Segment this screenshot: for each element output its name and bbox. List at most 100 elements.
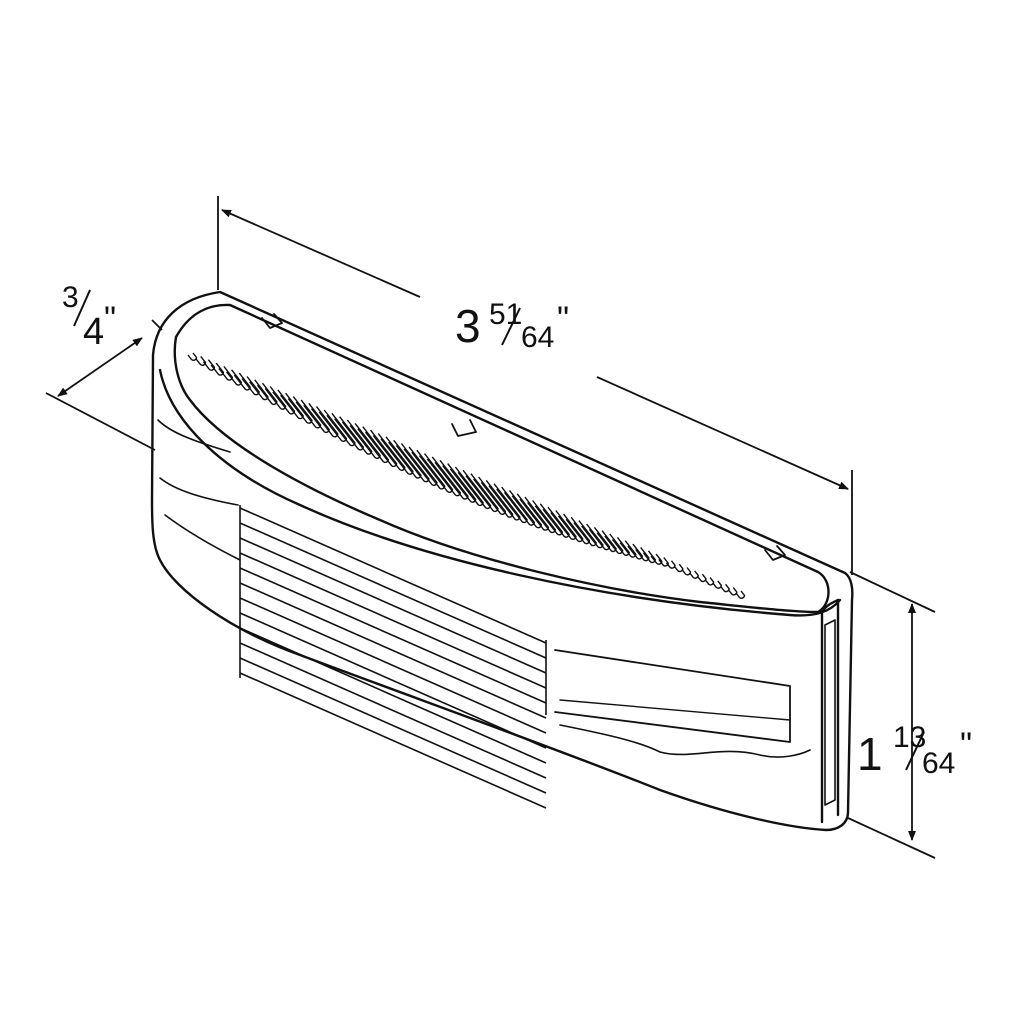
- depth-label: 3 4 ": [62, 281, 116, 353]
- length-fraction-bar: [501, 307, 521, 346]
- lens-panel-lower: [559, 699, 791, 721]
- vent-slot: [527, 500, 557, 534]
- depth-extension-lower: [45, 392, 156, 451]
- vent-slot: [202, 359, 216, 371]
- vent-slot: [596, 530, 617, 553]
- vent-slot: [727, 587, 738, 596]
- top-tab-right: [764, 545, 786, 561]
- vent-slot: [542, 506, 570, 538]
- vent-slot: [357, 426, 390, 464]
- vent-slot: [503, 489, 536, 526]
- depth-unit: ": [104, 300, 116, 338]
- length-denominator: 64: [521, 321, 554, 354]
- rib-line: [239, 597, 547, 734]
- vent-slot: [488, 483, 521, 521]
- vent-slot: [426, 456, 462, 497]
- vent-slot: [318, 409, 348, 442]
- vent-slot: [310, 406, 339, 438]
- height-extension-bottom: [847, 817, 936, 859]
- vent-slot: [434, 459, 469, 500]
- rib-line: [239, 612, 547, 749]
- lamp-body: [150, 290, 854, 832]
- vent-slot: [658, 557, 669, 567]
- vent-slot: [256, 382, 278, 406]
- vent-slot: [287, 396, 313, 424]
- vent-slot: [581, 523, 604, 549]
- depth-fraction-bar: [73, 289, 91, 327]
- vent-slot: [550, 510, 577, 540]
- vent-slot: [380, 436, 414, 475]
- vent-slot: [280, 392, 304, 420]
- top-face-edge: [173, 303, 830, 614]
- vent-slot: [588, 526, 611, 551]
- depth-extension-upper: [151, 319, 163, 331]
- vent-slot: [210, 362, 225, 376]
- rib-line: [239, 567, 547, 704]
- vent-slot: [249, 379, 269, 401]
- vent-slot: [557, 513, 584, 543]
- height-label: 1 13 64 ": [857, 721, 972, 780]
- vent-slot: [650, 553, 663, 565]
- dimension-lines: [45, 196, 936, 859]
- length-arrow-right: [596, 376, 849, 490]
- vent-slot: [611, 536, 630, 556]
- side-contour-3: [164, 514, 241, 561]
- vent-slot: [565, 516, 591, 545]
- vent-slot: [341, 419, 373, 455]
- top-tab-left: [261, 313, 283, 329]
- end-cap-window: [824, 619, 836, 806]
- vent-slot: [673, 563, 684, 573]
- length-whole: 3: [455, 300, 481, 352]
- vent-slot: [264, 386, 287, 410]
- top-tab-center: [451, 419, 477, 437]
- height-whole: 1: [857, 728, 883, 780]
- vent-slot: [665, 560, 676, 569]
- vent-slot: [473, 476, 507, 515]
- vent-slot: [395, 443, 430, 483]
- vent-slot: [573, 520, 597, 547]
- rib-line: [239, 672, 547, 809]
- height-extension-top: [849, 571, 936, 613]
- vent-slot: [480, 479, 514, 518]
- vent-slot: [187, 352, 198, 361]
- lamp-outline: [150, 290, 854, 832]
- height-unit: ": [960, 726, 972, 764]
- vent-slot: [519, 496, 550, 531]
- rib-line: [239, 642, 547, 779]
- rib-line: [239, 522, 547, 659]
- upper-vent-grille: [187, 352, 746, 599]
- rib-frame: [239, 505, 547, 715]
- vent-slot: [411, 449, 446, 490]
- vent-slot: [334, 416, 365, 451]
- end-cap: [820, 598, 840, 824]
- vent-slot: [303, 402, 330, 434]
- vent-slot: [689, 570, 699, 579]
- vent-slot: [349, 422, 381, 459]
- lens-wave: [559, 724, 811, 758]
- vent-slot: [619, 540, 637, 558]
- height-denominator: 64: [922, 747, 955, 780]
- vent-slot: [218, 365, 234, 381]
- vent-slot: [295, 399, 322, 429]
- vent-slot: [233, 372, 251, 391]
- rib-line: [239, 507, 547, 644]
- vent-slot: [195, 355, 207, 366]
- depth-denominator: 4: [83, 311, 104, 353]
- side-contour-1: [157, 419, 231, 453]
- vent-slot: [704, 577, 715, 586]
- height-fraction-bar: [905, 731, 925, 771]
- vent-slot: [681, 567, 692, 576]
- vent-slot: [604, 533, 624, 555]
- length-label: 3 51 64 ": [455, 298, 569, 354]
- vent-slot: [241, 376, 260, 396]
- vent-slot: [720, 583, 730, 593]
- vent-slot: [712, 580, 723, 589]
- vent-slot: [635, 546, 650, 562]
- side-contour-2: [159, 477, 239, 506]
- vent-slot: [735, 590, 746, 599]
- lens-panel-upper: [554, 649, 791, 743]
- vent-slot: [511, 493, 543, 529]
- vent-slot: [372, 433, 406, 471]
- vent-slot: [364, 429, 398, 468]
